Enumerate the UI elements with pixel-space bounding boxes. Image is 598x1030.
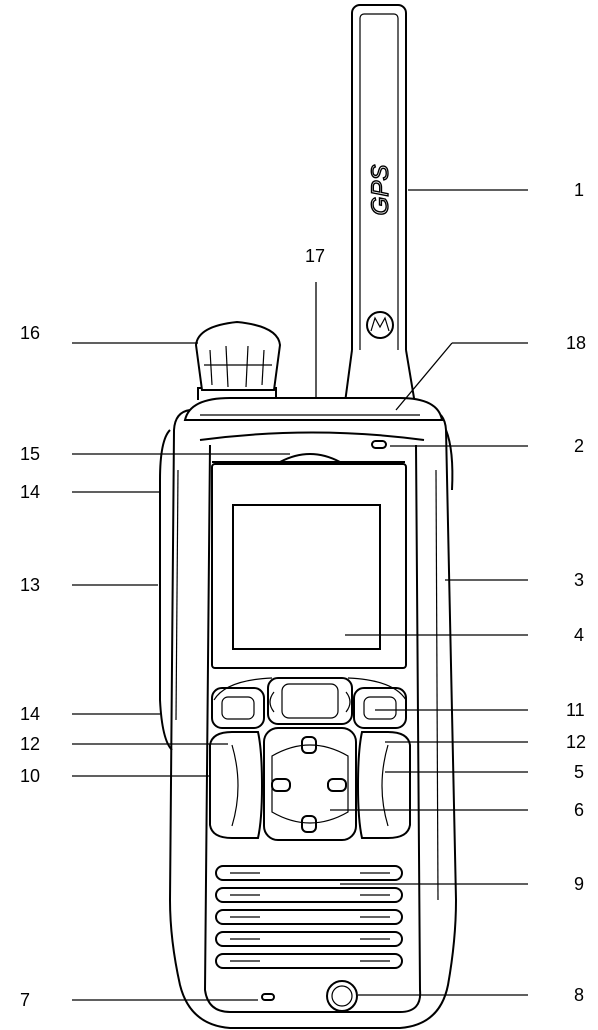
nav-left-icon[interactable]	[271, 778, 291, 792]
callout-13: 13	[20, 575, 40, 595]
radio-body	[159, 397, 458, 1029]
led-indicator	[371, 440, 387, 449]
callout-18: 18	[566, 333, 586, 353]
callout-3: 3	[574, 570, 584, 590]
callout-9: 9	[574, 874, 584, 894]
nav-right-icon[interactable]	[327, 778, 347, 792]
callout-12-right: 12	[566, 732, 586, 752]
callout-6: 6	[574, 800, 584, 820]
callout-1: 1	[574, 180, 584, 200]
earpiece	[212, 453, 405, 463]
accessory-connector[interactable]	[326, 980, 358, 1012]
soft-key-right[interactable]	[353, 687, 407, 729]
leader-lines	[72, 189, 528, 1001]
motorola-logo-icon	[366, 311, 394, 339]
callout-14-bottom: 14	[20, 704, 40, 724]
callout-4: 4	[574, 625, 584, 645]
callout-14-top: 14	[20, 482, 40, 502]
speaker-grille	[215, 865, 403, 969]
callout-labels: 1 2 3 4 5 6 7 8 9 10 11 12 12 13 14 14 1…	[20, 180, 586, 1010]
nav-down-icon[interactable]	[301, 815, 317, 833]
callout-17: 17	[305, 246, 325, 266]
microphone	[261, 993, 275, 1001]
send-key[interactable]	[209, 731, 264, 839]
antenna-gps-text: GPS	[367, 165, 394, 216]
rotary-knob[interactable]	[194, 320, 282, 400]
callout-2: 2	[574, 436, 584, 456]
gps-antenna: GPS	[342, 4, 418, 411]
callout-7: 7	[20, 990, 30, 1010]
nav-up-icon[interactable]	[301, 736, 317, 754]
callout-8: 8	[574, 985, 584, 1005]
soft-key-left[interactable]	[211, 687, 265, 729]
end-key[interactable]	[356, 731, 411, 839]
navigation-pad[interactable]	[263, 727, 357, 841]
callout-5: 5	[574, 762, 584, 782]
callout-16: 16	[20, 323, 40, 343]
callout-12-left: 12	[20, 734, 40, 754]
display	[211, 463, 407, 669]
callout-15: 15	[20, 444, 40, 464]
callout-10: 10	[20, 766, 40, 786]
menu-key[interactable]	[267, 677, 353, 725]
callout-11: 11	[566, 700, 585, 720]
